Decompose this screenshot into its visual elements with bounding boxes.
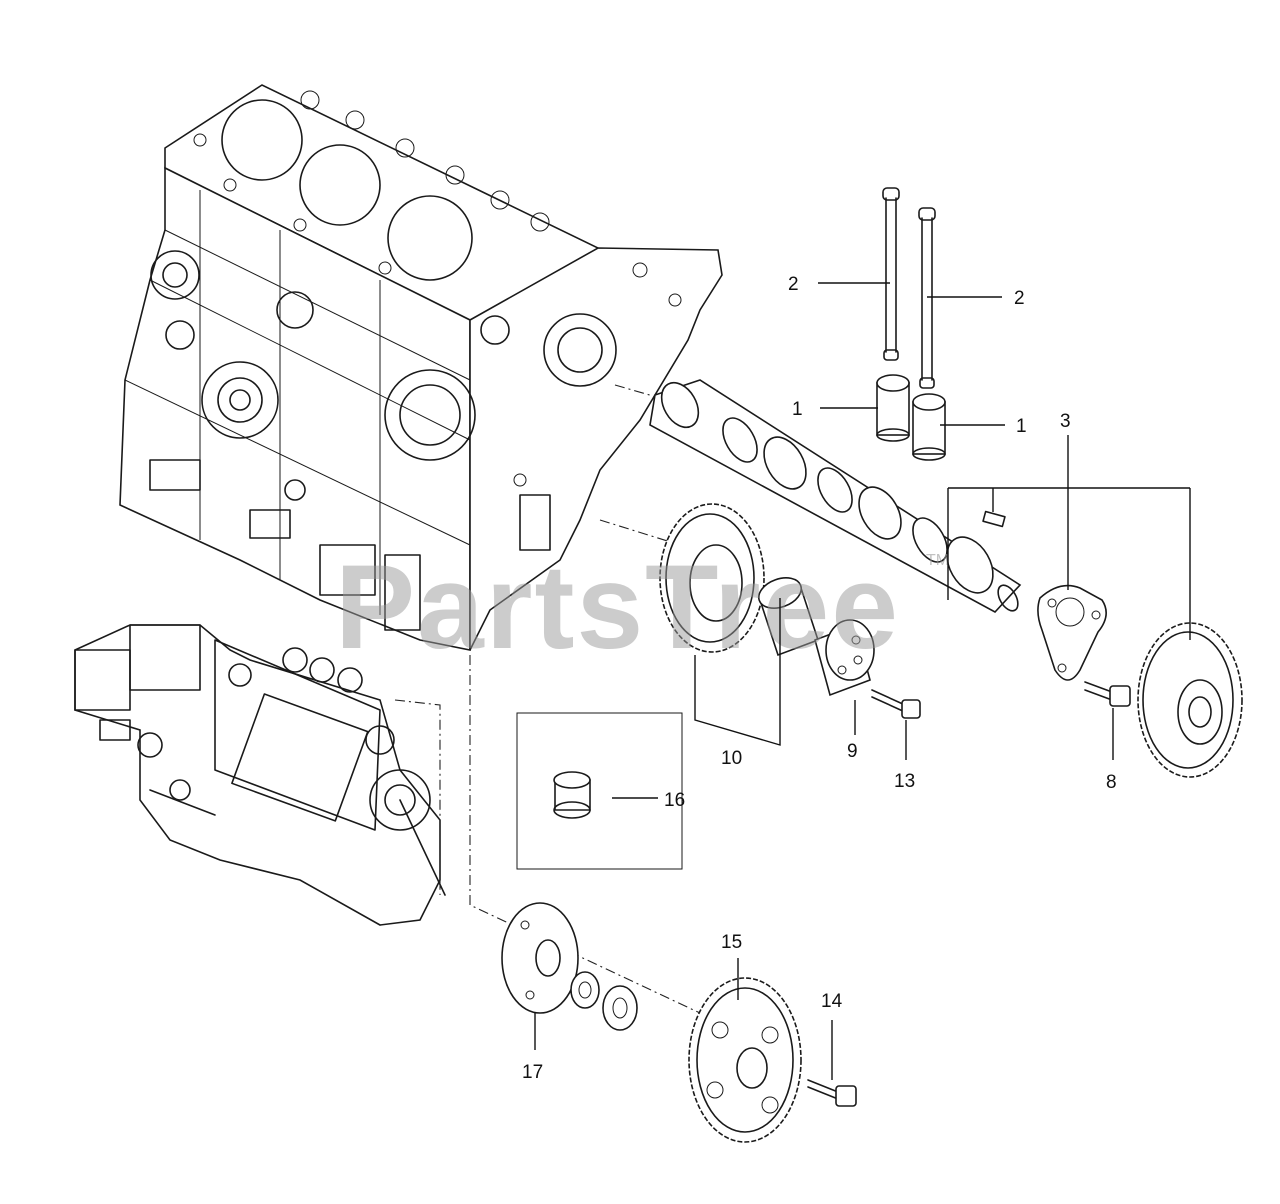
bolt-13	[871, 689, 921, 719]
callout-labels: 2 2 1 1 3 10 9 13 8 16 15 14 17	[522, 274, 1117, 1083]
bolt-8	[1084, 681, 1131, 707]
assembly-line-camshaft	[614, 384, 661, 399]
callout-2-left: 2	[788, 274, 799, 295]
pump-flange	[501, 902, 579, 1014]
assembly-line-pump	[469, 655, 801, 1061]
bolt-14	[807, 1079, 857, 1107]
pump-drive-gear	[688, 977, 802, 1143]
callout-1-left: 1	[792, 399, 803, 420]
tappet-left	[876, 374, 910, 442]
callout-15: 15	[721, 932, 742, 953]
watermark-trademark: TM	[926, 552, 949, 569]
callout-14: 14	[821, 991, 843, 1012]
callout-3: 3	[1060, 411, 1071, 432]
camshaft-key	[982, 510, 1006, 528]
tappet-right	[912, 393, 946, 461]
push-rod-right	[918, 207, 936, 389]
callout-9: 9	[847, 741, 858, 762]
washer	[570, 971, 600, 1009]
callout-8: 8	[1106, 772, 1117, 793]
idler-gear	[659, 503, 765, 653]
assembly-line-pump-side	[394, 699, 441, 895]
callout-2-right: 2	[1014, 288, 1025, 309]
camshaft	[649, 379, 1022, 613]
callout-1-right: 1	[1016, 416, 1027, 437]
thrust-plate	[1037, 584, 1107, 681]
watermark: PartsTree	[335, 540, 900, 674]
idler-bushing	[757, 577, 819, 657]
bushing-16	[553, 771, 591, 819]
inset-frame	[516, 712, 683, 870]
leader-lines	[534, 282, 1191, 1080]
callout-13: 13	[894, 771, 915, 792]
push-rod-left	[882, 187, 900, 361]
nut	[602, 985, 638, 1031]
callout-10: 10	[721, 748, 742, 769]
fuel-injection-pump	[74, 624, 446, 926]
callout-17: 17	[522, 1062, 543, 1083]
cam-gear	[1137, 622, 1243, 778]
callout-16: 16	[664, 790, 685, 811]
assembly-line-idler	[599, 519, 691, 549]
idler-shaft	[814, 619, 875, 697]
engine-block	[119, 84, 723, 651]
